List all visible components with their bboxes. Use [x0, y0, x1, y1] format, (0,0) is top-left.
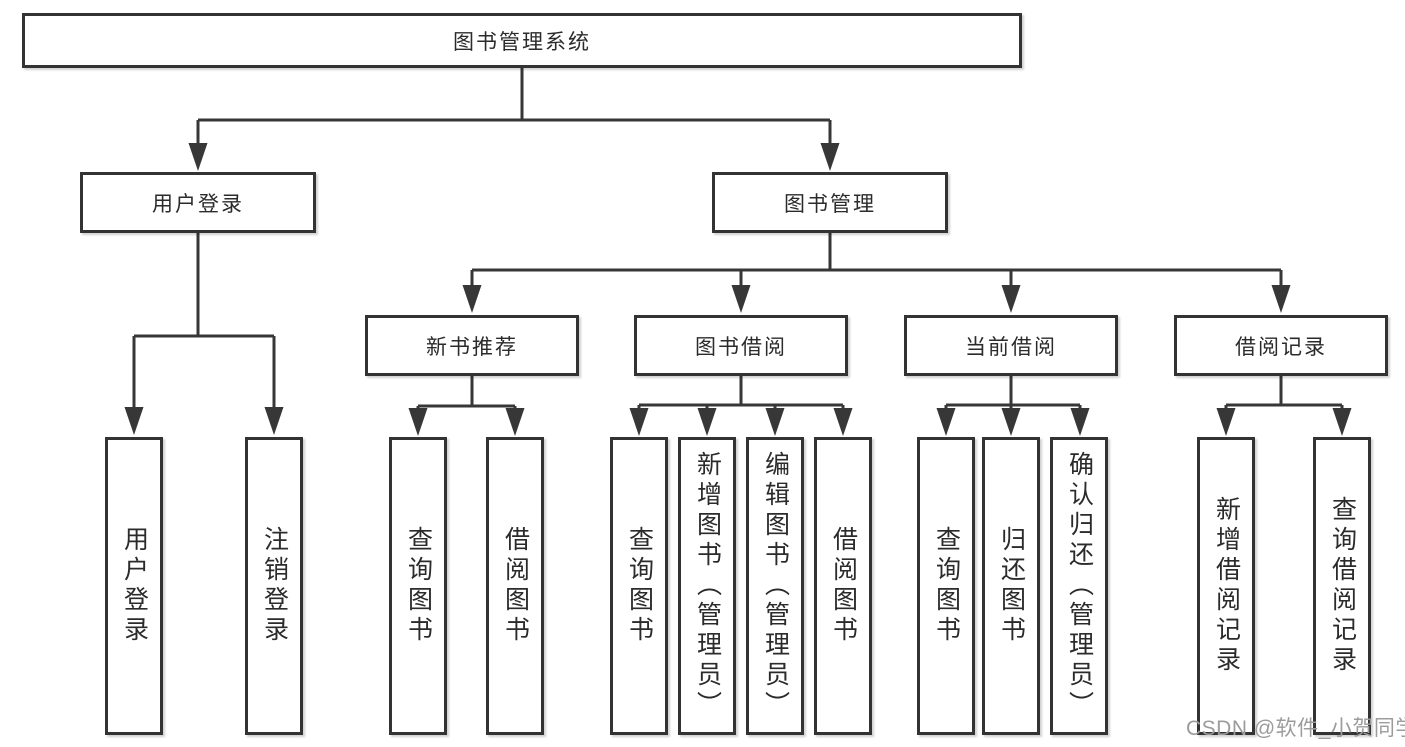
node-label: 查询图书 [625, 526, 654, 646]
node-label: 查询图书 [404, 526, 433, 646]
node-label: 新增图书（管理员） [693, 451, 722, 721]
node-label: 用户登录 [120, 526, 149, 646]
node-library-system: 图书管理系统 [22, 13, 1022, 68]
leaf-bb-query-books: 查询图书 [610, 437, 668, 735]
node-current-borrowing: 当前借阅 [904, 315, 1118, 376]
node-book-borrowing: 图书借阅 [634, 315, 848, 376]
node-new-book-recommend: 新书推荐 [365, 315, 579, 376]
node-label: 用户登录 [152, 192, 244, 216]
node-label: 新增借阅记录 [1212, 496, 1241, 676]
node-label: 新书推荐 [426, 335, 518, 359]
node-user-login: 用户登录 [80, 172, 316, 233]
leaf-cb-query-books: 查询图书 [917, 437, 975, 735]
leaf-bb-add-books-admin: 新增图书（管理员） [678, 437, 736, 735]
node-label: 图书管理 [784, 192, 876, 216]
leaf-br-query-borrow-record: 查询借阅记录 [1313, 437, 1371, 735]
leaf-logout-login: 注销登录 [245, 437, 303, 735]
node-label: 图书借阅 [695, 335, 787, 359]
node-label: 借阅记录 [1235, 335, 1327, 359]
leaf-nb-borrow-books: 借阅图书 [486, 437, 544, 735]
leaf-user-login: 用户登录 [105, 437, 163, 735]
leaf-br-add-borrow-record: 新增借阅记录 [1197, 437, 1255, 735]
leaf-bb-borrow-books: 借阅图书 [814, 437, 872, 735]
csdn-watermark: CSDN @软件_小贺同学 [1186, 717, 1405, 740]
leaf-bb-edit-books-admin: 编辑图书（管理员） [746, 437, 804, 735]
node-label: 确认归还（管理员） [1065, 451, 1094, 721]
node-label: 查询图书 [932, 526, 961, 646]
node-label: 编辑图书（管理员） [761, 451, 790, 721]
leaf-nb-query-books: 查询图书 [389, 437, 447, 735]
node-label: 当前借阅 [965, 335, 1057, 359]
node-label: 查询借阅记录 [1328, 496, 1357, 676]
leaf-cb-return-books: 归还图书 [982, 437, 1040, 735]
node-label: 借阅图书 [829, 526, 858, 646]
node-label: 归还图书 [997, 526, 1026, 646]
node-label: 注销登录 [260, 526, 289, 646]
node-borrowing-records: 借阅记录 [1174, 315, 1388, 376]
node-label: 借阅图书 [501, 526, 530, 646]
node-book-management: 图书管理 [712, 172, 948, 233]
node-label: 图书管理系统 [453, 30, 591, 54]
leaf-cb-confirm-return-admin: 确认归还（管理员） [1050, 437, 1108, 735]
